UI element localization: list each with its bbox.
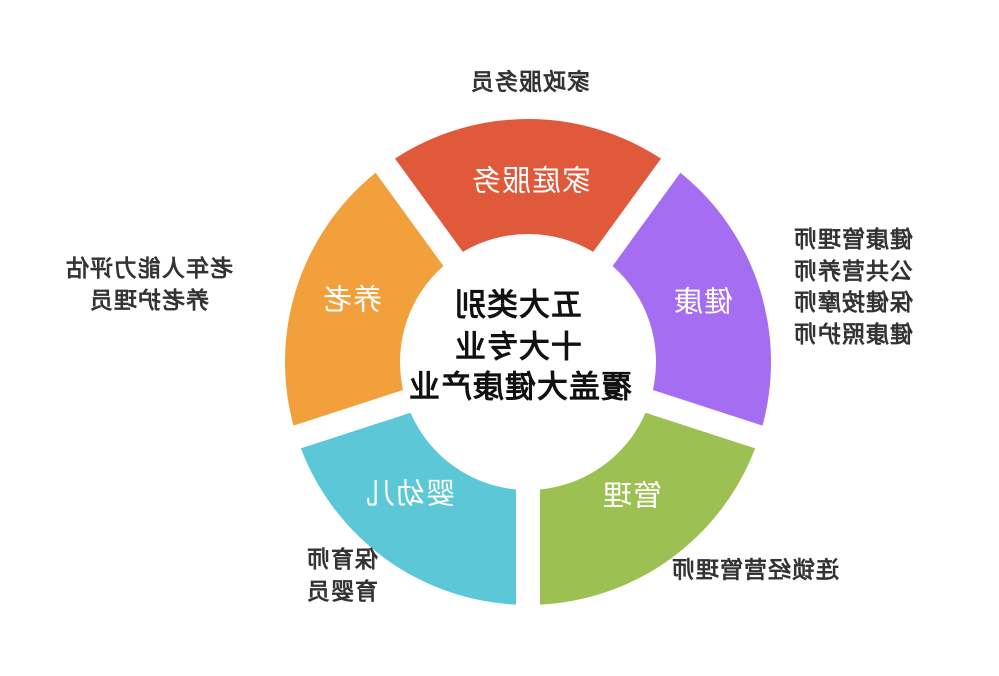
role-health-3: 保健按摩师	[793, 290, 913, 316]
role-household-1: 家政服务员	[470, 69, 590, 96]
segment-health	[612, 172, 771, 426]
role-elderly-1: 老年人能力评估	[65, 256, 233, 282]
segment-label-management: 管理	[601, 478, 663, 513]
role-management-1: 连锁经营管理师	[671, 557, 839, 584]
roles-health: 健康管理师 公共营养师 保健按摩师 健康照护师	[793, 225, 913, 351]
roles-elderly: 老年人能力评估 养老护理员	[65, 254, 233, 317]
roles-infant: 保育师 育婴员	[306, 545, 378, 608]
segment-household	[395, 119, 661, 252]
role-elderly-2: 养老护理员	[89, 287, 209, 314]
center-title-line-1: 五大类别	[454, 287, 582, 324]
role-infant-1: 保育师	[306, 547, 378, 573]
segment-label-elderly: 养老	[321, 282, 383, 317]
segment-label-infant: 婴幼儿	[364, 476, 456, 511]
segment-infant	[300, 412, 516, 605]
segment-label-health: 健康	[672, 284, 734, 319]
center-title-line-3: 覆盖大健康产业	[408, 369, 632, 406]
role-health-2: 公共营养师	[793, 258, 913, 285]
role-health-1: 健康管理师	[793, 227, 913, 253]
segment-elderly	[285, 172, 444, 426]
role-health-4: 健康照护师	[793, 321, 913, 348]
segment-management	[540, 412, 756, 605]
center-title-line-2: 十大专业	[454, 329, 582, 366]
segment-label-household: 家庭服务	[470, 163, 592, 198]
role-infant-2: 育婴员	[306, 578, 378, 605]
